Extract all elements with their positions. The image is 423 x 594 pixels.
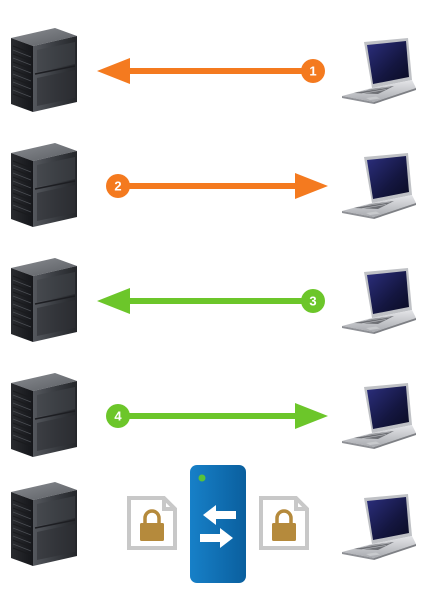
laptop-icon: [341, 267, 417, 335]
flow-arrow: [118, 403, 328, 429]
server-rack-icon: [10, 372, 78, 458]
step-number-badge: 3: [301, 289, 325, 313]
transfer-device-icon: [190, 465, 246, 583]
locked-document-icon: [127, 496, 177, 550]
locked-document-icon: [259, 496, 309, 550]
step-number-badge: 1: [301, 59, 325, 83]
step-number-label: 1: [309, 64, 316, 79]
laptop-icon: [341, 37, 417, 105]
server-rack-icon: [10, 481, 78, 567]
flow-step-1: 1: [10, 27, 417, 113]
flow-step-4: 4: [10, 372, 417, 458]
step-number-badge: 2: [106, 174, 130, 198]
flow-step-2: 2: [10, 142, 417, 228]
flow-step-3: 3: [10, 257, 417, 343]
step-number-badge: 4: [106, 404, 130, 428]
device-led-icon: [198, 474, 206, 482]
server-rack-icon: [10, 27, 78, 113]
bottom-row: [10, 465, 417, 583]
step-number-label: 2: [114, 179, 121, 194]
server-rack-icon: [10, 142, 78, 228]
flow-rows: 1 2 3 4: [10, 27, 417, 458]
flow-arrow: [97, 58, 313, 84]
laptop-icon: [341, 382, 417, 450]
step-number-label: 3: [309, 294, 316, 309]
flow-arrow: [97, 288, 313, 314]
server-rack-icon: [10, 257, 78, 343]
laptop-icon: [341, 493, 417, 561]
step-number-label: 4: [114, 409, 122, 424]
flow-arrow: [118, 173, 328, 199]
swap-arrows-icon: [200, 505, 236, 548]
laptop-icon: [341, 152, 417, 220]
